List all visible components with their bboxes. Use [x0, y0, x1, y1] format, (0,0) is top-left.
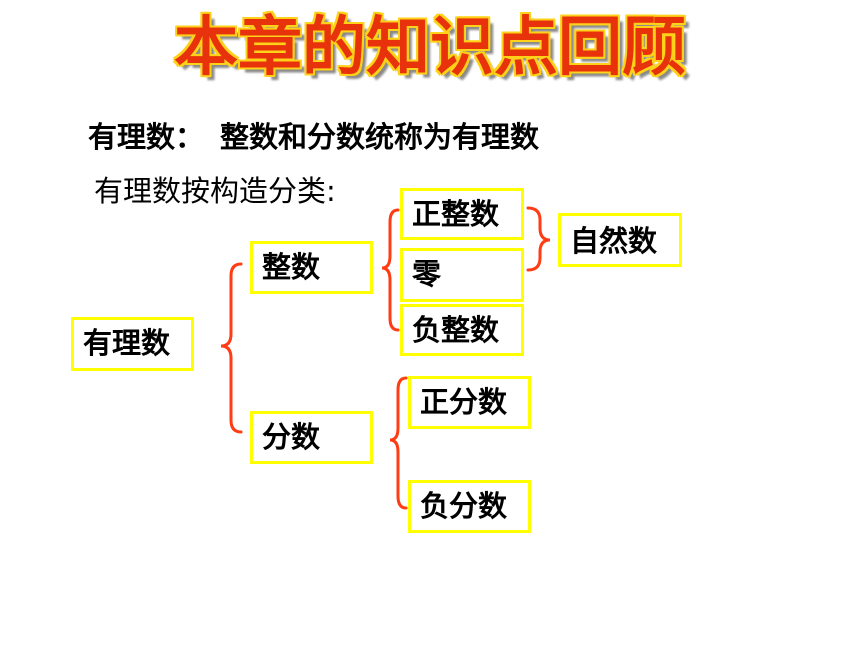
- brace-integer: [381, 208, 400, 332]
- node-zero: 零: [400, 248, 524, 302]
- node-negative-integer: 负整数: [400, 304, 524, 356]
- node-negative-fraction: 负分数: [408, 480, 531, 533]
- node-fraction: 分数: [250, 411, 373, 464]
- node-integer: 整数: [250, 241, 373, 294]
- node-positive-fraction: 正分数: [408, 376, 531, 429]
- node-rational-number: 有理数: [71, 317, 194, 371]
- definition-line: 有理数： 整数和分数统称为有理数: [88, 114, 539, 156]
- node-natural-number: 自然数: [558, 213, 682, 267]
- brace-root: [220, 262, 243, 434]
- definition-text: 整数和分数统称为有理数: [220, 120, 540, 154]
- definition-term: 有理数：: [88, 120, 205, 154]
- brace-fraction: [389, 376, 408, 510]
- node-positive-integer: 正整数: [400, 188, 524, 240]
- brace-natural: [526, 206, 551, 272]
- classification-heading: 有理数按构造分类:: [94, 174, 336, 208]
- page-title: 本章的知识点回顾: [174, 11, 686, 85]
